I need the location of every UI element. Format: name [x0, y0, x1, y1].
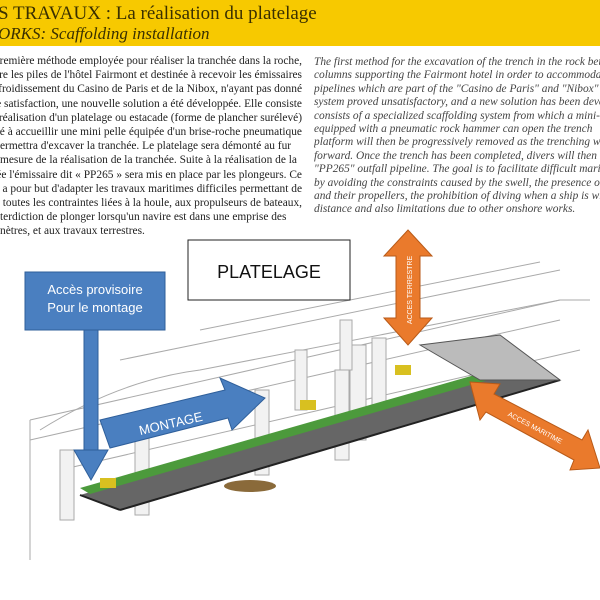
text-line: mesure de la réalisation de la tranchée.…: [0, 154, 297, 167]
text-line: consists of a specialized scaffolding sy…: [314, 109, 600, 122]
text-line: forward. Once the trench has been comple…: [314, 149, 600, 162]
svg-text:ACCES TERRESTRE: ACCES TERRESTRE: [407, 256, 414, 325]
text-line: columns supporting the Fairmont hotel in…: [314, 69, 600, 82]
access-box: Accès provisoire Pour le montage: [24, 271, 166, 482]
text-line: re satisfaction, une nouvelle solution a…: [0, 97, 302, 110]
svg-text:PLATELAGE: PLATELAGE: [217, 262, 321, 282]
title-fr: S TRAVAUX : La réalisation du platelage: [0, 3, 317, 24]
text-french: remière méthode employée pour réaliser l…: [0, 54, 302, 238]
text-line: platform will then be progressively remo…: [314, 136, 600, 149]
text-line: réalisation d'un platelage ou estacade (…: [0, 111, 302, 124]
text-line: distance and also limitations due to oth…: [314, 203, 576, 216]
scaffolding-platform: [79, 334, 562, 511]
excavators: [100, 365, 411, 488]
text-line: né à accueillir une mini pelle équipée d…: [0, 125, 302, 138]
boat: [224, 480, 276, 492]
platelage-label: PLATELAGE: [187, 239, 351, 301]
text-line: equipped with a pneumatic rock hammer ca…: [314, 122, 593, 135]
text-line: terdiction de plonger lorsqu'un navire e…: [0, 211, 287, 224]
acces-maritime-arrow: ACCES MARITIME: [469, 381, 600, 471]
title-en: ORKS: Scaffolding installation: [0, 24, 210, 43]
text-line: by avoiding the constraints caused by th…: [314, 176, 600, 189]
svg-text:Pour le montage: Pour le montage: [47, 300, 142, 315]
section-header: S TRAVAUX : La réalisation du platelage …: [0, 0, 600, 46]
text-english: The first method for the excavation of t…: [314, 56, 600, 217]
text-line: dé a pour but d'adapter les travaux mari…: [0, 182, 302, 195]
text-line: ermettra d'excaver la tranchée. Le plate…: [0, 140, 292, 153]
text-line: The first method for the excavation of t…: [314, 56, 600, 68]
text-line: system proved unsatisfactory, and a new …: [314, 96, 600, 109]
text-line: froidissement du Casino de Paris et de l…: [0, 83, 302, 96]
text-line: remière méthode employée pour réaliser l…: [0, 55, 302, 67]
text-line: r toutes les contraintes liées à la houl…: [0, 196, 302, 209]
acces-terrestre-arrow: ACCES TERRESTRE: [382, 229, 434, 346]
text-line: nètres, et aux travaux terrestres.: [0, 225, 145, 238]
text-line: "PP265" outfall pipeline. The goal is to…: [314, 163, 600, 176]
scaffolding-diagram: Accès provisoire Pour le montage PLATELA…: [24, 229, 600, 560]
svg-text:Accès provisoire: Accès provisoire: [47, 282, 142, 297]
text-line: pipelines which are part of the "Casino …: [314, 82, 600, 95]
text-line: hée l'émissaire dit « PP265 » sera mis e…: [0, 168, 302, 181]
text-line: and their propellers, the prohibition of…: [314, 189, 600, 202]
text-line: e entre les piles de l'hôtel Fairmont et…: [0, 69, 302, 82]
